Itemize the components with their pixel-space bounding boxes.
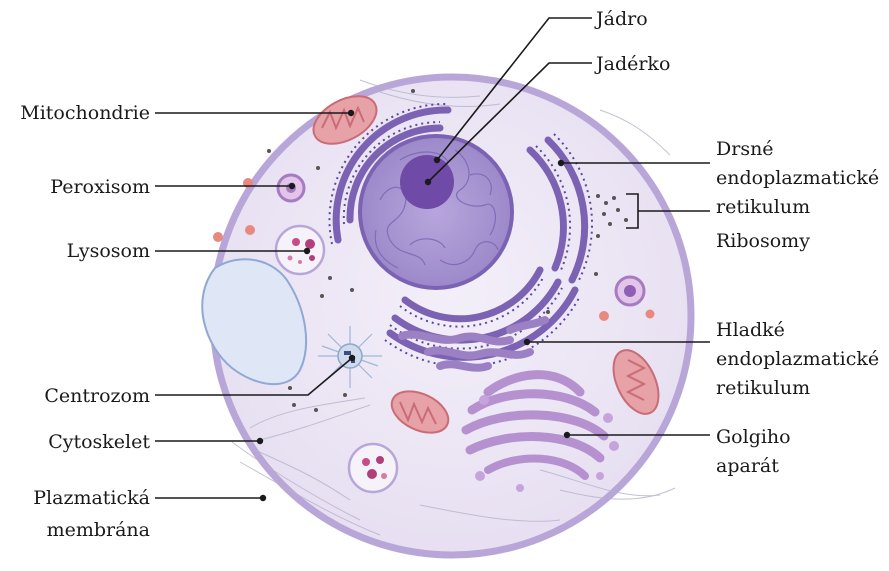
lysosom-top (276, 226, 324, 274)
label-jadro: Jádro (594, 8, 648, 30)
label-drsne-line3: retikulum (716, 196, 810, 218)
label-peroxisom: Peroxisom (50, 176, 150, 198)
label-ribosomy: Ribosomy (716, 230, 810, 252)
label-lysosom: Lysosom (67, 240, 150, 262)
label-cytoskelet: Cytoskelet (48, 431, 150, 453)
label-jaderko: Jadérko (594, 53, 670, 75)
label-drsne-line1: Drsné (716, 138, 774, 160)
label-hladke-line2: endoplazmatické (716, 348, 879, 370)
label-golgi-line1: Golgiho (716, 426, 791, 448)
label-plazmaticka-line2: membrána (47, 519, 150, 541)
label-centrozom: Centrozom (44, 385, 150, 407)
lysosom-bottom (349, 444, 397, 492)
label-plazmaticka-line1: Plazmatická (33, 487, 150, 509)
peroxisom-right (616, 277, 644, 305)
label-mitochondrie: Mitochondrie (20, 102, 150, 124)
label-golgi-line2: aparát (716, 455, 779, 477)
label-hladke-line3: retikulum (716, 377, 810, 399)
label-drsne-line2: endoplazmatické (716, 167, 879, 189)
label-hladke-line1: Hladké (716, 319, 785, 341)
